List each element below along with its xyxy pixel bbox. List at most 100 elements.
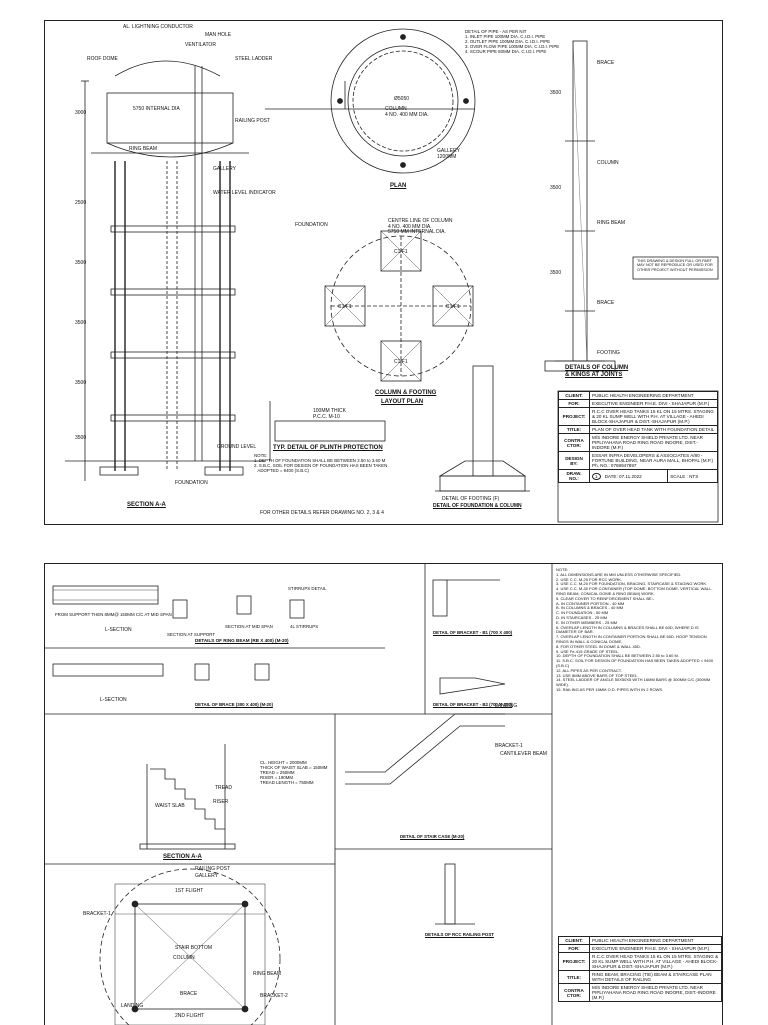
tb-client: PUBLIC HEALTH ENGINEERING DEPARTMENT bbox=[589, 936, 722, 945]
note-line: C. IN FOUNDATION - 50 MM bbox=[556, 610, 609, 616]
section-label: MAN HOLE bbox=[205, 32, 232, 38]
tb-key: DESIGN BY: bbox=[558, 451, 590, 470]
tb-contractor: M/S INDORE ENERGY SHIELD PRIVATE LTD. NE… bbox=[589, 433, 718, 452]
note-line: 4. USE C.C. M-30 FOR CONTAINER (TOP DOME… bbox=[556, 586, 713, 596]
tank-wall bbox=[106, 92, 234, 144]
note-line: 15. RAILING AS PER 16MM O.D. PIPES WITH … bbox=[556, 686, 664, 692]
tb-key: CONTRA CTOR: bbox=[558, 983, 590, 1002]
stirrups-detail-label: STIRRUPS DETAIL bbox=[288, 586, 327, 591]
stair-label: BRACKET-1 bbox=[495, 743, 523, 749]
tb-scale: SCALE : NTS bbox=[667, 469, 718, 483]
brace-title: DETAIL OF BRACE (300 X 400) (M-20) bbox=[195, 702, 273, 707]
drawing-sheet-1: SECTION A-A PLAN COLUMN & FOOTING LAYOUT… bbox=[44, 20, 723, 525]
section-midspan bbox=[236, 595, 252, 615]
note-line: 7. OVERLAP LENGTH IN CONTAINER PORTION S… bbox=[556, 634, 707, 644]
tb-key: CLIENT: bbox=[558, 391, 590, 400]
bracket-b1 bbox=[432, 579, 448, 617]
note-line: E. IN OTHER MEMBERS - 25 MM bbox=[556, 619, 618, 625]
column-detail-label: BRACE bbox=[597, 300, 615, 306]
stair-label: TREAD bbox=[215, 785, 232, 791]
brace-4 bbox=[110, 414, 236, 422]
ring-beam-title: DETAILS OF RING BEAM (RB X 400) (M-20) bbox=[195, 638, 289, 643]
stair-label: CANTILEVER BEAM bbox=[500, 751, 547, 757]
tb-key: FOR: bbox=[558, 399, 590, 408]
section-label: GROUND LEVEL bbox=[217, 444, 257, 450]
tb-for: EXECUTIVE ENGINEER P.H.E. DIVI - SHAJAPU… bbox=[589, 399, 718, 408]
plan-label: 1ST FLIGHT bbox=[175, 888, 204, 894]
roof-dome bbox=[114, 60, 221, 77]
tb-contractor: M/S INDORE ENERGY SHIELD PRIVATE LTD. NE… bbox=[589, 983, 722, 1002]
note-line: D. IN STAIRCASES - 25 MM bbox=[556, 614, 608, 620]
plinth-label: 100MM THICK P.C.C. M-10 bbox=[313, 408, 346, 420]
railing-title: DETAILS OF RCC RAILING POST bbox=[425, 932, 494, 937]
section-label: ROOF DOME bbox=[87, 56, 118, 62]
tb-design: ESSAR INFRA DEVELOPERS & ASSOCIATES A/80… bbox=[589, 451, 718, 470]
plan-title: PLAN bbox=[390, 183, 407, 189]
section-dim: 3000 bbox=[75, 110, 87, 116]
plan-label: COLUMN bbox=[173, 955, 195, 961]
sheet1-graphics bbox=[65, 28, 719, 523]
section-mid-label: SECTION AT MID SPAN bbox=[225, 624, 273, 629]
plan-label: RING BEAM bbox=[253, 971, 282, 977]
foundation-title: DETAIL OF FOUNDATION & COLUMN bbox=[433, 503, 522, 509]
section-label: RAILING POST bbox=[235, 118, 271, 124]
note-line: 10. DEPTH OF FOUNDATION SHALL BE BETWEEN… bbox=[556, 653, 679, 659]
note-line: 14. STEEL LADDER OF ANGLE 50X50X5 WITH 1… bbox=[556, 677, 711, 688]
tb-key: TITLE: bbox=[558, 425, 590, 434]
section-title: SECTION A-A bbox=[127, 502, 166, 508]
column-detail-label: FOOTING bbox=[597, 350, 620, 356]
tb-key: PROJECT: bbox=[558, 952, 590, 971]
stair-plan-circle bbox=[99, 868, 281, 1025]
stirrups-box bbox=[289, 599, 305, 619]
column-detail-label: RING BEAM bbox=[597, 220, 626, 226]
tb-client: PUBLIC HEALTH ENGINEERING DEPARTMENT bbox=[589, 391, 718, 400]
footing-squares bbox=[324, 230, 474, 382]
footing-section bbox=[438, 460, 527, 477]
tb-drawno: 1 bbox=[592, 472, 601, 480]
notes-block: NOTE: 1. ALL DIMENSIONS ARE IN MM UNLESS… bbox=[556, 567, 718, 693]
tb-key: CLIENT: bbox=[558, 936, 590, 945]
note-line: 8. FOR OTHER STEEL IN DOME & WALL 45D. bbox=[556, 643, 641, 649]
column-elevation bbox=[472, 365, 494, 477]
tb-title: PLAN OF OVER HEAD TANK WITH FOUNDATION D… bbox=[589, 425, 718, 434]
plan-column-label: COLUMN 4 NO. 400 MM DIA. bbox=[385, 106, 429, 118]
note-line: A. IN CONTAINER PORTION - 40 MM bbox=[556, 600, 625, 606]
section-label: GALLERY bbox=[213, 166, 236, 172]
column-detail-label: COLUMN bbox=[597, 160, 619, 166]
tb-project: R.C.C OVER HEAD TANKS 15 KL ON 15 MTRS. … bbox=[589, 407, 718, 426]
section-label: RING BEAM bbox=[129, 146, 158, 152]
stair-label: WAIST SLAB bbox=[155, 803, 185, 809]
drawing-sheet-2: DETAILS OF RING BEAM (RB X 400) (M-20) L… bbox=[44, 563, 723, 1025]
railing-post bbox=[444, 863, 456, 925]
stair-label: RISER bbox=[213, 799, 229, 805]
note-line: 12. ALL PIPES AS PER CONTRACT. bbox=[556, 667, 622, 673]
tb-key: CONTRA CTOR: bbox=[558, 433, 590, 452]
section-dim: 2500 bbox=[75, 200, 87, 206]
tb-key: FOR: bbox=[558, 944, 590, 953]
section-support-label: SECTION AT SUPPORT bbox=[167, 632, 216, 637]
other-details: FOR OTHER DETAILS REFER DRAWING NO. 2, 3… bbox=[260, 510, 384, 516]
notes-title: NOTE: bbox=[556, 567, 569, 572]
layout-foundation-label: FOUNDATION bbox=[295, 222, 328, 228]
plan-outer-circle bbox=[330, 28, 476, 174]
layout-plan-title: LAYOUT PLAN bbox=[381, 399, 424, 405]
sheet2-graphics bbox=[45, 564, 553, 1025]
ring-beam-note: FROM SUPPORT THEN 8MM@ 150MM C/C AT MID … bbox=[55, 612, 172, 617]
tb-date-text: DATE: 07.11.2022 bbox=[604, 473, 642, 479]
brace-2 bbox=[110, 288, 236, 296]
stair-spec: CL. HEIGHT = 2000MM THICK OF WAIST SLAB … bbox=[260, 760, 328, 785]
plan-label: 2ND FLIGHT bbox=[175, 1013, 205, 1019]
staircase-detail bbox=[345, 713, 505, 773]
l-section-label-2: L-SECTION bbox=[100, 697, 127, 703]
tb-key: TITLE: bbox=[558, 970, 590, 984]
brace-lsection bbox=[52, 663, 164, 677]
bottom-dome bbox=[106, 142, 234, 158]
layout-centre-line-label: CENTRE LINE OF COLUMN 4 NO. 400 MM DIA. … bbox=[388, 218, 453, 236]
note-line: 1. ALL DIMENSIONS ARE IN MM UNLESS OTHER… bbox=[556, 571, 682, 577]
note-line: 13. USE 8MM ABOVE BARS OF TOP STEEL. bbox=[556, 672, 639, 678]
plan-label: BRACE bbox=[180, 991, 198, 997]
tb-key: DRAW. NO.: bbox=[558, 469, 590, 483]
note-line: B. IN COLUMNS & BRACES - 40 MM bbox=[556, 605, 624, 611]
disclaimer: THIS DRAWING & DESIGN FULL OR PART MAY N… bbox=[637, 259, 713, 272]
